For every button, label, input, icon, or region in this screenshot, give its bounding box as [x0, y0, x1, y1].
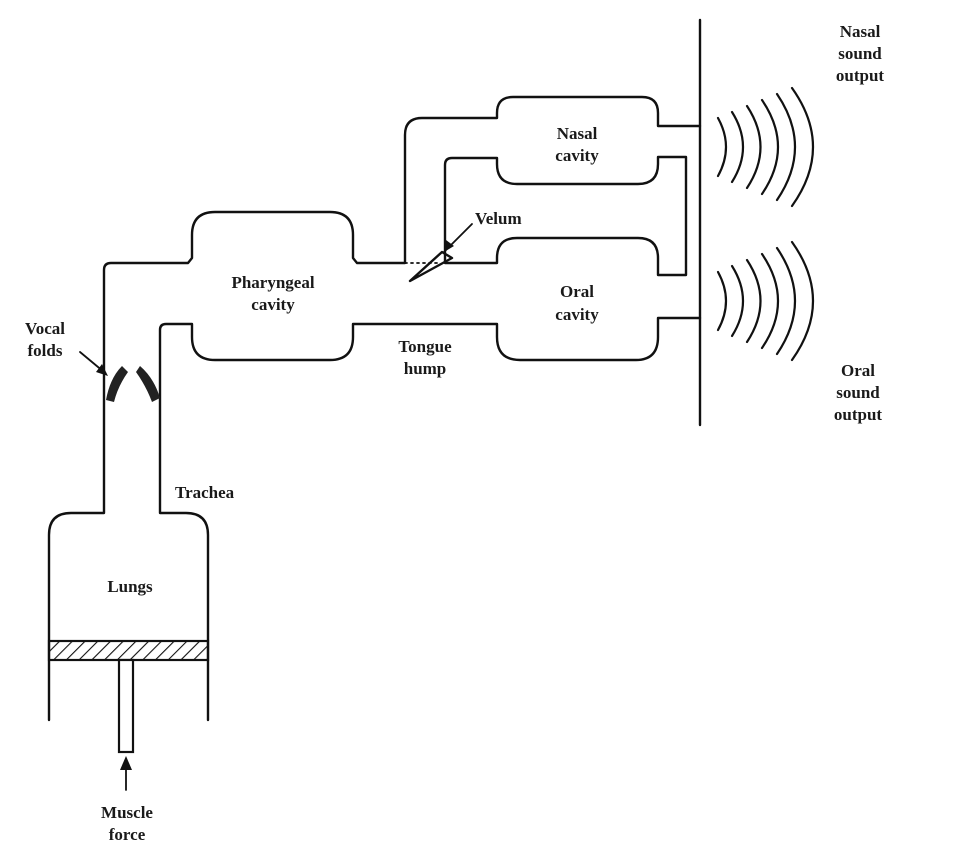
velum-arrowhead-icon [444, 240, 454, 252]
trachea-label: Trachea [175, 483, 235, 502]
nasal-output-label-2: sound [838, 44, 882, 63]
nasal-sound-waves [716, 86, 815, 208]
tongue-hump-label-2: hump [404, 359, 447, 378]
piston-rod [117, 658, 135, 754]
oral-cavity-label-1: Oral [560, 282, 594, 301]
pharyngeal-cavity-label-1: Pharyngeal [231, 273, 314, 292]
piston-plate [47, 639, 210, 662]
nasal-cavity-label-2: cavity [555, 146, 599, 165]
muscle-force-label-2: force [109, 825, 146, 844]
nasal-cavity-label-1: Nasal [557, 124, 598, 143]
nasal-output-label-3: output [836, 66, 885, 85]
oral-sound-waves [716, 240, 815, 362]
pharyngeal-cavity-label-2: cavity [251, 295, 295, 314]
velum-label: Velum [475, 209, 522, 228]
oral-output-label-1: Oral [841, 361, 875, 380]
nasal-cavity-lower-wall [443, 155, 688, 277]
vocal-fold-left [106, 366, 128, 402]
vocal-fold-right [136, 366, 160, 402]
vocal-folds-arrowhead-icon [96, 364, 108, 376]
muscle-force-arrowhead-icon [120, 756, 132, 770]
velum-flap [408, 250, 454, 283]
vocal-folds-label-2: folds [28, 341, 63, 360]
muscle-force-label-1: Muscle [101, 803, 153, 822]
oral-cavity-label-2: cavity [555, 305, 599, 324]
vocal-folds-label-1: Vocal [25, 319, 65, 338]
lungs-label: Lungs [107, 577, 153, 596]
lungs-chamber-right [158, 316, 702, 722]
nasal-output-label-1: Nasal [840, 22, 881, 41]
oral-output-label-3: output [834, 405, 883, 424]
lungs-chamber [47, 95, 702, 722]
tongue-hump-label-1: Tongue [398, 337, 452, 356]
oral-output-label-2: sound [836, 383, 880, 402]
